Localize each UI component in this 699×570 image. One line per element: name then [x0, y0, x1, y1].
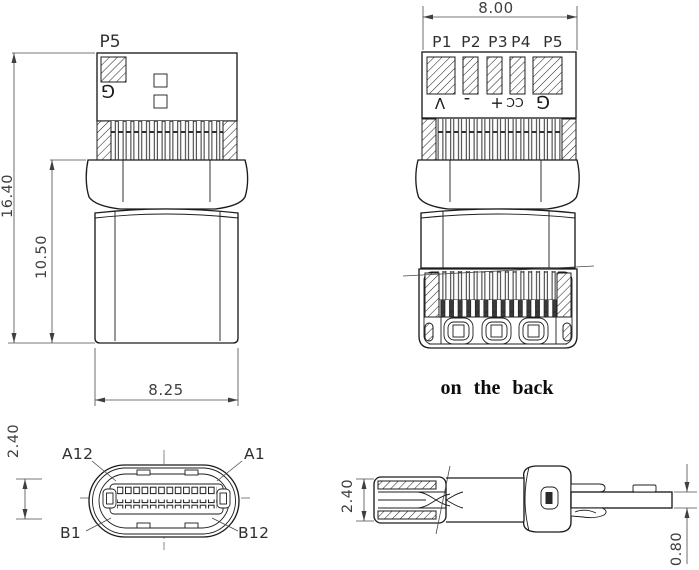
- back-pad-p2: [462, 56, 479, 95]
- back-break-line: [402, 265, 595, 277]
- callout-b12: B12: [238, 524, 269, 542]
- pin-label-p3: P3: [488, 33, 508, 51]
- mating-face-view: A12 A1 B1 B12 2.40: [6, 424, 269, 550]
- face-endcap-left-slot: [106, 492, 114, 505]
- back-collar: [415, 159, 580, 210]
- back-tip-comb-dark: [438, 300, 558, 317]
- front-view: P5 G: [85, 32, 249, 344]
- back-latch-3: [518, 317, 549, 345]
- dim-body-width: 8.25: [94, 348, 239, 406]
- face-endcap-right-slot: [219, 492, 227, 505]
- back-marking-cc: CC: [506, 95, 524, 110]
- front-comb-wall-right: [222, 120, 238, 161]
- face-notch-bottom-1: [136, 522, 151, 529]
- side-view: 2.40 0.80: [340, 464, 697, 566]
- back-contact-comb: [436, 119, 562, 160]
- front-contact-comb: [111, 121, 223, 160]
- leader-b1: [85, 517, 112, 532]
- dim-tail-thickness-label: 0.80: [669, 532, 685, 566]
- back-marking-dminus: -: [464, 89, 471, 110]
- back-comb-wall-right: [561, 118, 577, 161]
- back-tip-wall-left: [424, 272, 440, 318]
- front-ground-pad: [100, 56, 127, 83]
- dim-tongue-height: 2.40: [6, 424, 42, 520]
- back-marking-dplus: +: [490, 94, 503, 113]
- side-keyhole-slot: [545, 492, 553, 504]
- front-ground-letter: G: [101, 80, 115, 101]
- dim-tail-thickness: 0.80: [669, 464, 697, 566]
- back-view-caption: on the back: [441, 377, 555, 399]
- back-tip-wall-right: [556, 272, 572, 318]
- back-pad-p3: [486, 56, 503, 95]
- dim-tongue-height-label: 2.40: [6, 424, 22, 458]
- side-bottom-spring: [570, 507, 607, 519]
- back-marking-gnd: G: [536, 91, 550, 112]
- dim-tip-height-label: 2.40: [340, 479, 356, 513]
- back-body-seam: [420, 213, 576, 219]
- back-comb-wall-left: [421, 118, 437, 161]
- face-notch-bottom-2: [184, 522, 199, 529]
- dim-body-width-label: 8.25: [148, 381, 183, 399]
- back-latch-1: [443, 317, 474, 345]
- face-notch-top-2: [184, 469, 199, 476]
- front-collar: [85, 159, 249, 210]
- dim-tip-height: 2.40: [340, 478, 374, 522]
- dim-total-height: 16.40: [0, 52, 95, 344]
- face-endcap-right: [216, 488, 231, 509]
- back-pad-p4: [509, 56, 526, 95]
- front-via-square-2: [153, 94, 168, 109]
- pin-label-p5: P5: [543, 33, 563, 51]
- back-latch-2: [481, 317, 512, 345]
- front-pad-label: P5: [99, 32, 120, 52]
- side-top-tab: [570, 483, 606, 493]
- front-via-square-1: [153, 73, 168, 88]
- side-tip-wall-bottom: [377, 510, 437, 520]
- pin-label-p4: P4: [511, 33, 531, 51]
- side-tip-wall-top: [377, 480, 437, 490]
- face-pin-row-b: [117, 499, 217, 509]
- back-rivet-right: [562, 322, 572, 342]
- back-rivet-left: [424, 322, 434, 342]
- dim-back-width: 8.00: [422, 0, 578, 50]
- side-board-bump: [632, 484, 657, 493]
- pin-label-p1: P1: [432, 33, 452, 51]
- side-overmold-arc: [524, 466, 530, 532]
- back-body: [420, 208, 576, 269]
- front-body: [94, 208, 239, 344]
- back-marking-vbus: V: [434, 94, 445, 112]
- leader-a12: [91, 460, 117, 482]
- back-pad-p5: [532, 56, 563, 95]
- front-comb-wall-left: [96, 120, 112, 161]
- leader-a1: [216, 460, 243, 482]
- front-body-seam: [94, 213, 239, 219]
- side-tail-board: [570, 491, 673, 509]
- face-endcap-left: [102, 488, 117, 509]
- leader-b12: [211, 517, 239, 532]
- face-notch-top-1: [136, 469, 151, 476]
- back-pad-p1: [426, 56, 456, 95]
- callout-b1: B1: [60, 524, 81, 542]
- dim-body-height-label: 10.50: [34, 235, 50, 279]
- face-pin-row-a: [117, 486, 217, 496]
- side-bottom-spring-curl: [574, 509, 597, 514]
- callout-a1: A1: [244, 445, 265, 463]
- dim-back-width-label: 8.00: [478, 0, 513, 17]
- dim-body-height: 10.50: [34, 159, 86, 343]
- pin-label-p2: P2: [461, 33, 481, 51]
- face-shell-mid: [92, 467, 236, 535]
- back-view: 8.00 P1 P2 P3 P4 P5 V - + CC G: [402, 0, 595, 399]
- callout-a12: A12: [62, 445, 93, 463]
- side-contact-springs: [417, 491, 464, 509]
- back-tip-contacts: [438, 271, 558, 300]
- dim-total-height-label: 16.40: [0, 174, 16, 218]
